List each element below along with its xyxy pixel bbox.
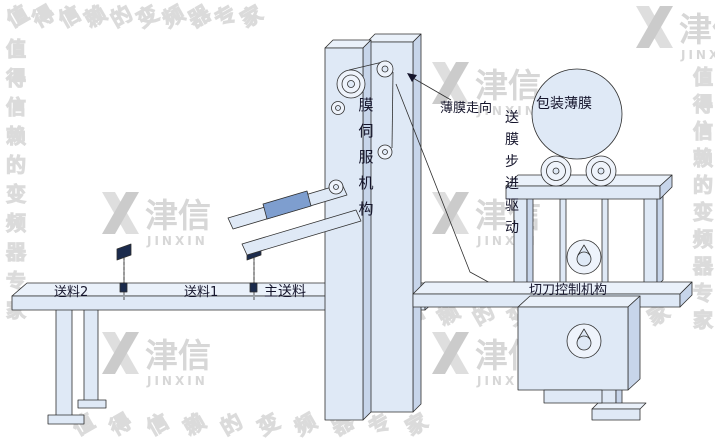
roller-chute-end-hub [333,184,339,190]
slogan-left: 值得信赖的变频器专家 [5,37,27,322]
frame-right-post [643,195,658,287]
pinch-roller-left-ring [546,161,566,181]
film-servo-label: 膜伺服机构 [358,96,373,218]
cutter-mechanism [517,295,641,404]
back-slab-top [366,33,422,43]
lug-base [119,282,128,293]
machine: 送料2 送料1 主送料 膜伺服机构 薄膜走向 包装薄膜 送膜步进驱动 切刀控制机… [11,33,693,425]
pinch-rollers [540,155,617,187]
back-slab-front [366,41,414,413]
film-direction-label: 薄膜走向 [440,100,492,116]
main-roller-ring [341,74,361,94]
frame-beam-cap [659,174,673,200]
chute-lower [241,209,362,256]
lug-flag [116,243,132,261]
cutter-box-base [543,389,603,404]
frame-left-post-side [526,189,534,291]
chute-carriage [262,190,312,220]
feed-chutes [227,183,362,256]
pinch-roller-left-hub [552,167,560,175]
slogan-top: 值得信赖的变频器专家 [3,0,272,33]
roller-small-1-hub [335,105,341,111]
film-rollers [328,60,515,297]
feed1-label: 送料1 [184,285,218,300]
frame-right-post-side [656,189,664,287]
frame-beam-front [505,185,661,200]
film-direction-arrow [407,73,452,101]
film-stepper-label: 送膜步进驱动 [505,110,519,236]
front-slab-front [324,47,364,421]
arrow-head [407,73,417,82]
film-line-right [391,71,394,149]
cutter-box-side [627,295,641,391]
roller-mid-right-hub [382,149,388,155]
film-roll [531,68,623,160]
lug-base [249,282,258,293]
cutter-bracket-right [601,198,609,288]
cam-core-lower [576,335,592,351]
pinch-roller-right-hub [597,167,605,175]
packaging-film-label: 包装薄膜 [536,96,592,112]
cutter-label: 切刀控制机构 [529,283,607,298]
cam-core [576,251,592,267]
pusher-lug-1 [116,243,132,302]
discharge-foot [591,408,641,421]
table-front-leg [55,307,73,419]
roller-top-right-hub [381,65,389,73]
slogan-right: 值得信赖的变频器专家 [692,65,714,332]
main-roller-hub [347,80,355,88]
back-slab-side [412,33,422,413]
table-front-foot [47,414,85,425]
table-back-foot [77,399,107,409]
cutter-cam-upper [566,239,602,275]
main-feed-label: 主送料 [264,284,306,300]
arrow-line [412,77,452,101]
cutter-bracket-left [559,198,567,288]
feed2-label: 送料2 [54,285,88,300]
pinch-roller-right-ring [591,161,611,181]
discharge-end-cap [679,281,693,308]
discharge-foot-top [591,402,647,410]
table-back-leg [83,299,99,405]
